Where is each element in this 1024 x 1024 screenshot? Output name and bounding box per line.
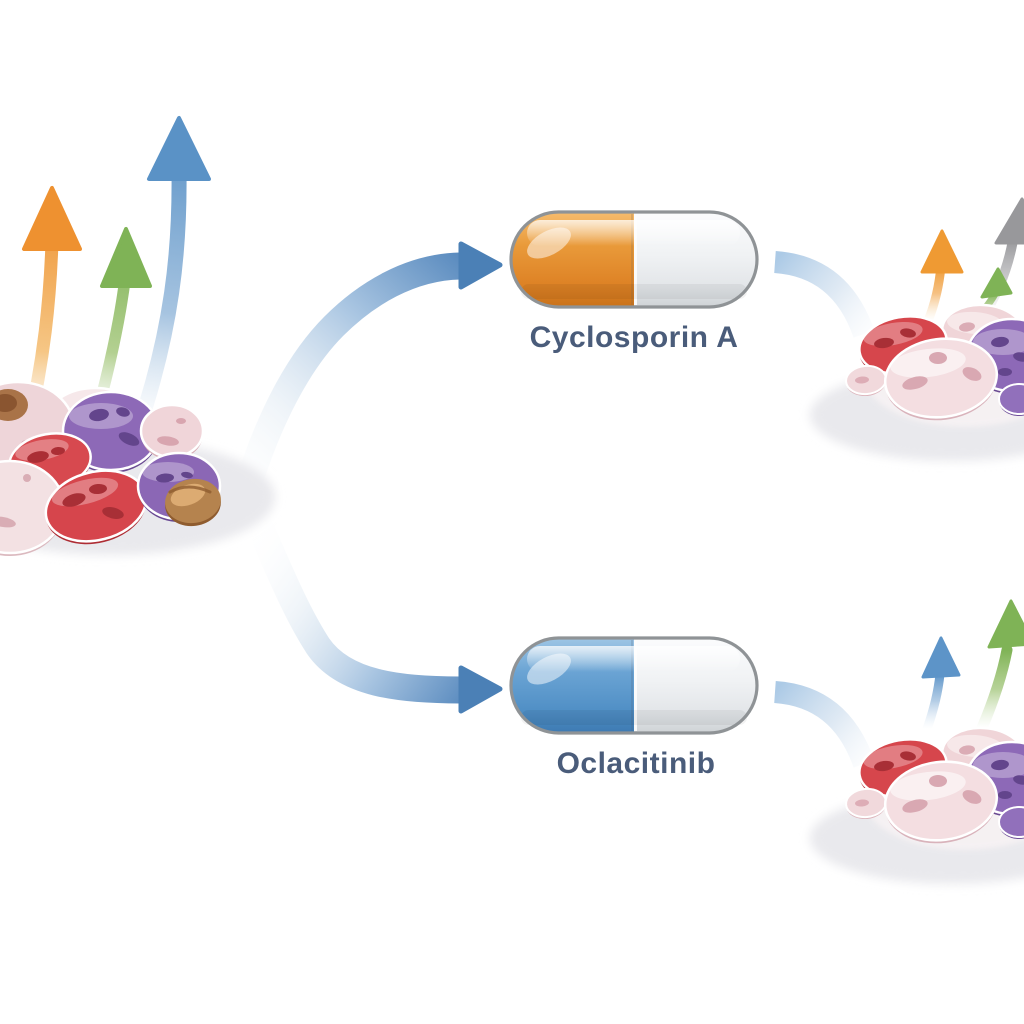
cell-red-large [44,469,148,545]
connector-arrow-oclacitinib-icon [237,499,503,714]
small-up-arrow-orange-icon [920,229,964,326]
small-up-arrow-blue-icon [921,636,961,734]
cell-pink-right [139,403,205,460]
connector-arrow-cyclosporin-icon [233,241,503,496]
result-arrows-cyclosporin [920,197,1024,326]
cyclosporin-capsule-icon: Cyclosporin A [509,210,759,354]
tall-up-arrow-green-icon [976,599,1024,734]
result-arrows-oclacitinib [921,599,1024,734]
outflow-arrow-cyclosporin-icon [773,251,875,338]
outflow-arrow-oclacitinib-icon [773,681,875,768]
cell-purple-engulfing [136,451,222,527]
oclacitinib-capsule-icon: Oclacitinib [509,636,759,780]
cell-cluster-result-oclacitinib [810,725,1024,884]
up-arrow-blue-icon [130,116,211,438]
oclacitinib-label: Oclacitinib [557,747,716,780]
baseline-growth-arrows [21,116,211,438]
cell-pink-bottom-left [0,459,66,556]
cyclosporin-label: Cyclosporin A [530,321,739,354]
engulfed-brown-cell [165,478,221,527]
cell-cluster-baseline [0,380,275,556]
cell-cluster-result-cyclosporin [810,302,1024,461]
